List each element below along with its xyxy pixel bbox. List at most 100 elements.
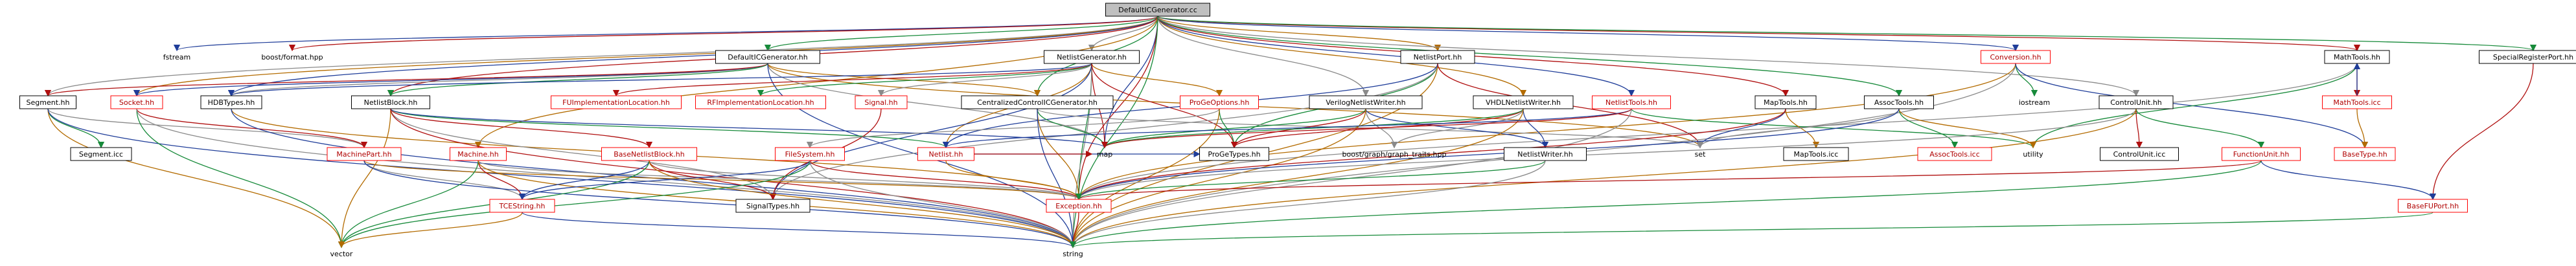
node-label: RFImplementationLocation.hh <box>707 98 814 107</box>
node-label: string <box>1063 250 1083 258</box>
edge-netlistgen-hh-to-progeoptions-hh <box>1091 63 1223 97</box>
node-vhdlgen-hh[interactable]: VHDLNetlistWriter.hh <box>1473 95 1574 109</box>
edge-defaulticgen-hh-to-map <box>767 63 1109 149</box>
node-rfimpl-hh[interactable]: RFImplementationLocation.hh <box>695 95 826 109</box>
node-label: MachinePart.hh <box>336 150 391 159</box>
node-netlisttools-hh[interactable]: NetlistTools.hh <box>1592 95 1671 109</box>
node-mathtools-icc[interactable]: MathTools.icc <box>2322 95 2392 109</box>
edge-tcestring-hh-to-vector <box>338 212 523 249</box>
edge-controlunit-hh-to-exception-hh <box>1075 108 2137 201</box>
node-signal-hh[interactable]: Signal.hh <box>855 95 908 109</box>
node-label: BaseNetlistBlock.hh <box>614 150 684 159</box>
node-box <box>1473 95 1574 109</box>
node-box <box>2398 199 2468 213</box>
node-netlist-hh[interactable]: Netlist.hh <box>917 147 974 161</box>
node-map: map <box>1097 150 1112 159</box>
node-filesystem-hh[interactable]: FileSystem.hh <box>775 147 845 161</box>
node-basefuport-hh[interactable]: BaseFUPort.hh <box>2398 199 2468 213</box>
node-box <box>1400 50 1475 64</box>
node-label: SpecialRegisterPort.hh <box>2493 53 2573 61</box>
node-basenetlistblock-hh[interactable]: BaseNetlistBlock.hh <box>601 147 697 161</box>
edge-defaulticgen-hh-to-segment-hh <box>45 63 768 97</box>
edge-netlistgen-hh-to-string <box>1069 63 1092 249</box>
node-progeoptions-hh[interactable]: ProGeOptions.hh <box>1180 95 1259 109</box>
edge-netlisttools-hh-to-utility <box>1631 108 2037 149</box>
edge-defaulticgen-hh-to-netlistblock-hh <box>387 63 768 97</box>
edge-netlistgen-hh-to-progetypes-hh <box>1091 63 1238 149</box>
node-centralizedcc-hh[interactable]: CentralizedControlICGenerator.hh <box>961 95 1114 109</box>
node-label: AssocTools.icc <box>1929 150 1980 159</box>
edge-root-to-specialreg-hh <box>1157 16 2536 52</box>
edge-basefuport-hh-to-string <box>1070 212 2433 249</box>
node-label: ControlUnit.icc <box>2113 150 2166 159</box>
edge-defaulticgen-hh-to-centralizedcc-hh <box>767 63 1041 97</box>
node-box <box>1309 95 1423 109</box>
node-label: VerilogNetlistWriter.hh <box>1326 98 1405 107</box>
edge-root-to-boost-format <box>289 16 1158 52</box>
node-conversion-hh[interactable]: Conversion.hh <box>1981 50 2051 64</box>
node-label: fstream <box>163 53 190 61</box>
node-label: Conversion.hh <box>1990 53 2041 61</box>
edge-veriloggen-hh-to-map <box>1101 108 1366 149</box>
node-signaltypes-hh[interactable]: SignalTypes.hh <box>735 199 811 213</box>
node-label: ProGeOptions.hh <box>1190 98 1250 107</box>
node-netlistwriter-hh[interactable]: NetlistWriter.hh <box>1504 147 1587 161</box>
node-segment-icc[interactable]: Segment.icc <box>70 147 132 161</box>
node-label: MapTools.icc <box>1794 150 1839 159</box>
node-set: set <box>1695 150 1706 159</box>
node-assoctools-hh[interactable]: AssocTools.hh <box>1864 95 1934 109</box>
node-fuimpl-hh[interactable]: FUImplementationLocation.hh <box>551 95 682 109</box>
node-segment-hh[interactable]: Segment.hh <box>19 95 76 109</box>
node-box <box>1981 50 2051 64</box>
node-socket-hh[interactable]: Socket.hh <box>110 95 163 109</box>
node-label: DefaultICGenerator.cc <box>1118 6 1197 14</box>
node-hdbtypes-hh[interactable]: HDBTypes.hh <box>200 95 262 109</box>
node-progetypes-hh[interactable]: ProGeTypes.hh <box>1199 147 1269 161</box>
node-box <box>1754 95 1817 109</box>
edge-machinepart-hh-to-tcestring-hh <box>363 160 526 201</box>
edge-netlist-hh-to-exception-hh <box>945 160 1083 201</box>
node-netlistgen-hh[interactable]: NetlistGenerator.hh <box>1044 50 1140 64</box>
node-mathtools-hh[interactable]: MathTools.hh <box>2324 50 2390 64</box>
edge-socket-hh-to-string <box>136 108 1077 249</box>
node-specialreg-hh[interactable]: SpecialRegisterPort.hh <box>2479 50 2576 64</box>
node-label: VHDLNetlistWriter.hh <box>1486 98 1561 107</box>
node-box <box>1105 3 1210 17</box>
node-box <box>1199 147 1269 161</box>
node-maptools-icc[interactable]: MapTools.icc <box>1783 147 1849 161</box>
node-box <box>1180 95 1259 109</box>
edge-maptools-hh-to-exception-hh <box>1075 108 1786 201</box>
edge-centralizedcc-hh-to-string <box>1037 108 1077 249</box>
node-netlistblock-hh[interactable]: NetlistBlock.hh <box>351 95 430 109</box>
node-tcestring-hh[interactable]: TCEString.hh <box>489 199 555 213</box>
node-label: Signal.hh <box>864 98 897 107</box>
node-basetype-hh[interactable]: BaseType.hh <box>2334 147 2396 161</box>
node-box <box>489 199 555 213</box>
edge-defaulticgen-hh-to-hdbtypes-hh <box>228 63 768 97</box>
node-netlistport-hh[interactable]: NetlistPort.hh <box>1400 50 1475 64</box>
node-functionunit-hh[interactable]: FunctionUnit.hh <box>2222 147 2301 161</box>
node-maptools-hh[interactable]: MapTools.hh <box>1754 95 1817 109</box>
node-controlunit-hh[interactable]: ControlUnit.hh <box>2099 95 2174 109</box>
node-assoctools-icc[interactable]: AssocTools.icc <box>1917 147 1992 161</box>
edge-netlistblock-hh-to-signaltypes-hh <box>390 108 777 201</box>
node-label: NetlistTools.hh <box>1605 98 1657 107</box>
node-exception-hh[interactable]: Exception.hh <box>1046 199 1112 213</box>
node-defaulticgen-hh[interactable]: DefaultICGenerator.hh <box>715 50 820 64</box>
node-controlunit-icc[interactable]: ControlUnit.icc <box>2100 147 2179 161</box>
node-veriloggen-hh[interactable]: VerilogNetlistWriter.hh <box>1309 95 1423 109</box>
edge-conversion-hh-to-iostream <box>2015 63 2038 97</box>
edge-machine-hh-to-exception-hh <box>477 160 1082 201</box>
node-root[interactable]: DefaultICGenerator.cc <box>1105 3 1210 17</box>
node-label: ControlUnit.hh <box>2110 98 2162 107</box>
node-machinepart-hh[interactable]: MachinePart.hh <box>327 147 402 161</box>
node-label: boost/graph/graph_traits.hpp <box>1342 150 1447 159</box>
edge-controlunit-hh-to-functionunit-hh <box>2135 108 2265 149</box>
edge-root-to-netlisttools-hh <box>1157 16 1635 97</box>
node-box <box>1783 147 1849 161</box>
edge-functionunit-hh-to-string <box>1070 160 2262 249</box>
edge-machine-hh-to-vector <box>338 160 479 249</box>
edge-root-to-map <box>1101 16 1158 149</box>
node-machine-hh[interactable]: Machine.hh <box>450 147 507 161</box>
